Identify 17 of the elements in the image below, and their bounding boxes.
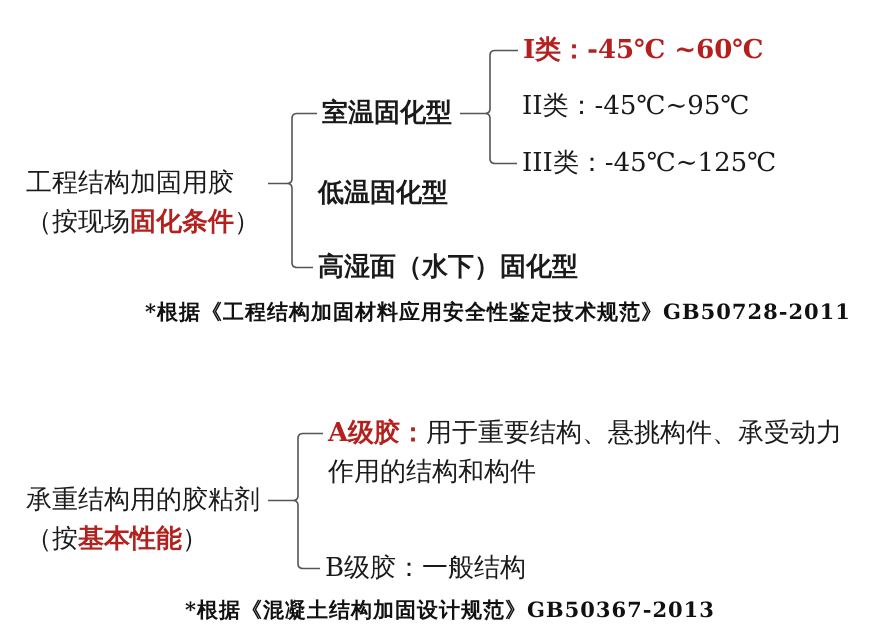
category-title: 工程结构加固用胶	[26, 167, 234, 200]
grade-description: B级胶：一般结构	[325, 549, 526, 588]
criterion-note: （按现场固化条件）	[26, 206, 260, 239]
category-title: 承重结构用的胶粘剂	[26, 484, 260, 517]
branch-label: 室温固化型	[322, 94, 452, 133]
criterion-note: （按基本性能）	[26, 523, 208, 556]
range-label: II类：-45℃~95℃	[522, 87, 750, 126]
grade-description: A级胶：用于重要结构、悬挑构件、承受动力作用的结构和构件	[328, 414, 853, 492]
brace-connector	[459, 50, 519, 164]
brace-connector	[267, 112, 318, 268]
branch-label: 低温固化型	[318, 174, 448, 213]
range-label: III类：-45℃~125℃	[522, 144, 776, 183]
brace-connector	[267, 432, 324, 570]
footnote: *根据《工程结构加固材料应用安全性鉴定技术规范》GB50728-2011	[145, 298, 851, 326]
footnote: *根据《混凝土结构加固设计规范》GB50367-2013	[185, 596, 715, 624]
branch-label: 高湿面（水下）固化型	[318, 248, 578, 287]
range-label: I类：-45℃ ~60℃	[523, 31, 764, 70]
